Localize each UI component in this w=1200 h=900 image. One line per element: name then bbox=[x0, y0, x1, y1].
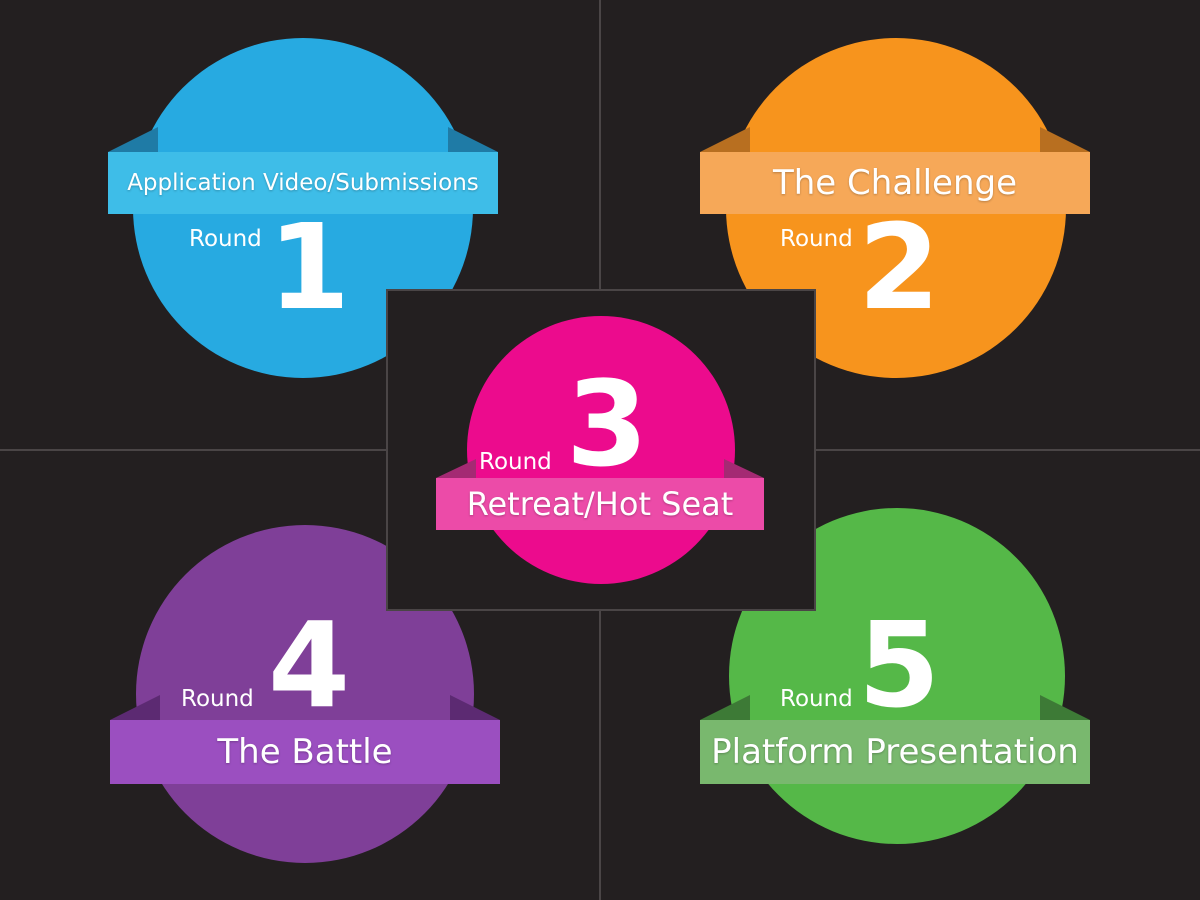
round-5-ribbon: Platform Presentation bbox=[700, 720, 1090, 784]
round-2-ribbon: The Challenge bbox=[700, 152, 1090, 214]
round-4-ribbon: The Battle bbox=[110, 720, 500, 784]
round-3-label: Round bbox=[479, 449, 552, 475]
round-1-number: 1 bbox=[268, 198, 351, 336]
round-2-ribbon-fold-right bbox=[1040, 127, 1090, 152]
round-2-circle bbox=[726, 38, 1066, 378]
round-5-label: Round bbox=[780, 686, 853, 712]
round-2-ribbon-fold-left bbox=[700, 127, 750, 152]
round-4-ribbon-fold-left bbox=[110, 695, 160, 720]
round-5-number: 5 bbox=[858, 596, 941, 734]
round-1-ribbon-fold-left bbox=[108, 127, 158, 152]
round-4-label: Round bbox=[181, 686, 254, 712]
round-1-label: Round bbox=[189, 226, 262, 252]
round-5-ribbon-fold-right bbox=[1040, 695, 1090, 720]
round-5-ribbon-fold-left bbox=[700, 695, 750, 720]
horizontal-divider bbox=[0, 449, 1200, 451]
round-3-ribbon-fold-right bbox=[724, 459, 764, 478]
round-3-number: 3 bbox=[566, 355, 649, 493]
round-4-title: The Battle bbox=[217, 732, 393, 772]
round-4-ribbon-fold-right bbox=[450, 695, 500, 720]
round-4-number: 4 bbox=[268, 596, 351, 734]
round-1-title: Application Video/Submissions bbox=[127, 170, 479, 196]
round-2-title: The Challenge bbox=[772, 163, 1018, 203]
round-5-circle bbox=[729, 508, 1065, 844]
round-1-ribbon: Application Video/Submissions bbox=[108, 152, 498, 214]
round-4-circle bbox=[136, 525, 474, 863]
round-5-title: Platform Presentation bbox=[711, 732, 1079, 772]
round-1-circle bbox=[133, 38, 473, 378]
round-2-label: Round bbox=[780, 226, 853, 252]
round-2-number: 2 bbox=[858, 198, 941, 336]
round-1-ribbon-fold-right bbox=[448, 127, 498, 152]
round-3-ribbon-fold-left bbox=[436, 459, 476, 478]
